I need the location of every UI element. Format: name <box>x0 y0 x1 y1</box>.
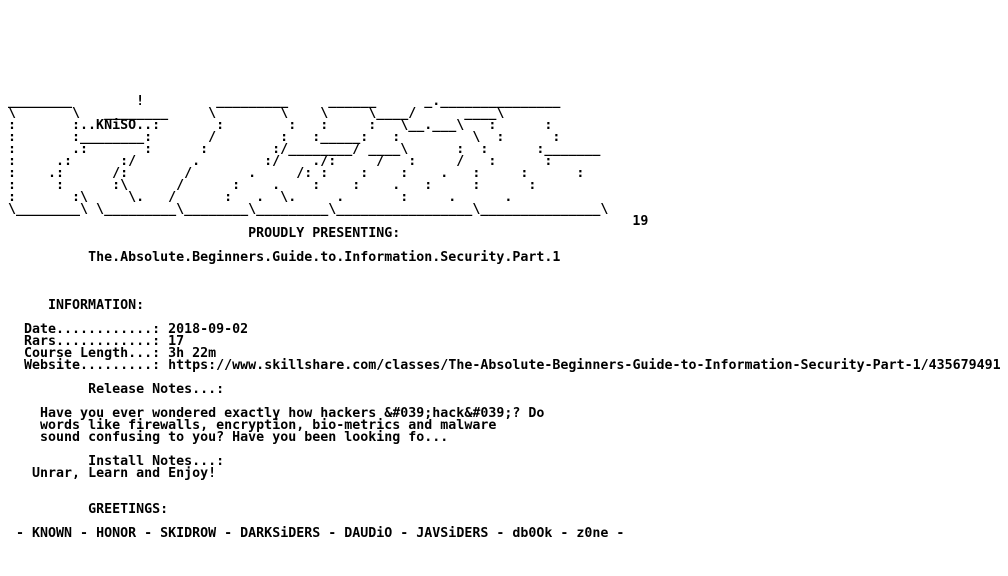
information-header-line: INFORMATION: <box>8 298 1001 313</box>
info-row-course-length: Course Length...: 3h 22m <box>8 346 1001 361</box>
ascii-logo-line: : .: :/ . :/ ./: / : / : : <box>8 154 553 169</box>
greetings-list: - KNOWN - HONOR - SKIDROW - DARKSiDERS -… <box>16 526 625 541</box>
ascii-logo-line: ________ ! _________ ______ _.__________… <box>8 94 561 109</box>
blank-line <box>8 24 1001 36</box>
release-notes-line: Have you ever wondered exactly how hacke… <box>8 406 1001 421</box>
info-label: Date............: <box>24 322 161 337</box>
release-notes-header-line: Release Notes...: <box>8 382 1001 397</box>
proudly-presenting-heading: PROUDLY PRESENTING: <box>248 226 401 241</box>
info-value-date: 2018-09-02 <box>168 322 249 337</box>
blank-line <box>8 288 1001 300</box>
ascii-logo-line: : .: : : :/________/ ____\ : : :_______ <box>8 142 601 157</box>
info-value-rars: 17 <box>168 334 185 349</box>
release-notes-line: words like firewalls, encryption, bio-me… <box>8 418 1001 433</box>
release-notes-text: Have you ever wondered exactly how hacke… <box>40 406 545 421</box>
blank-line <box>8 264 1001 276</box>
blank-line <box>8 12 1001 24</box>
install-notes-line: Unrar, Learn and Enjoy! <box>8 466 1001 481</box>
release-name-line: The.Absolute.Beginners.Guide.to.Informat… <box>8 250 1001 265</box>
ascii-logo-line: : :________: / : :_____: : \ : : <box>8 130 561 145</box>
presenting-line: PROUDLY PRESENTING: <box>8 226 1001 241</box>
ascii-logo-line: : .: /: / . /: : : : . : : : <box>8 166 585 181</box>
info-row-date: Date............: 2018-09-02 <box>8 322 1001 337</box>
release-notes-heading: Release Notes...: <box>88 382 225 397</box>
install-notes-header-line: Install Notes...: <box>8 454 1001 469</box>
info-label: Rars............: <box>24 334 161 349</box>
blank-line <box>8 72 1001 84</box>
crew-number-line: 19 <box>8 214 1001 229</box>
blank-line <box>8 276 1001 288</box>
info-label: Course Length...: <box>24 346 161 361</box>
info-row-website: Website.........: https://www.skillshare… <box>8 358 1001 373</box>
install-notes-text: Unrar, Learn and Enjoy! <box>32 466 217 481</box>
greetings-heading: GREETINGS: <box>88 502 169 517</box>
info-row-rars: Rars............: 17 <box>8 334 1001 349</box>
info-value-website: https://www.skillshare.com/classes/The-A… <box>168 358 1001 373</box>
nfo-document: ________ ! _________ ______ _.__________… <box>8 0 1001 540</box>
ascii-logo-line: : :..KNiSO..: : : : : \__.___\ : : <box>8 118 553 133</box>
info-label: Website.........: <box>24 358 161 373</box>
install-notes-heading: Install Notes...: <box>88 454 225 469</box>
blank-line <box>8 60 1001 72</box>
release-notes-text: sound confusing to you? Have you been lo… <box>40 430 449 445</box>
release-notes-line: sound confusing to you? Have you been lo… <box>8 430 1001 445</box>
ascii-logo-line: : :\ \. / : . \. . : . . <box>8 190 513 205</box>
ascii-logo-line: \ \ ________ \ \ \ \____/ ____\ <box>8 106 553 121</box>
blank-line <box>8 36 1001 48</box>
info-value-course-length: 3h 22m <box>168 346 217 361</box>
blank-line <box>8 48 1001 60</box>
blank-line <box>8 480 1001 492</box>
crew-number: 19 <box>632 214 649 229</box>
greetings-line: - KNOWN - HONOR - SKIDROW - DARKSiDERS -… <box>8 526 1001 541</box>
information-heading: INFORMATION: <box>48 298 145 313</box>
release-name: The.Absolute.Beginners.Guide.to.Informat… <box>88 250 561 265</box>
ascii-logo-line: \________\ \_________\________\_________… <box>8 202 609 217</box>
ascii-logo-line: : : :\ / : . : : . : : : <box>8 178 537 193</box>
release-notes-text: words like firewalls, encryption, bio-me… <box>40 418 497 433</box>
greetings-header-line: GREETINGS: <box>8 502 1001 517</box>
blank-line <box>8 0 1001 12</box>
